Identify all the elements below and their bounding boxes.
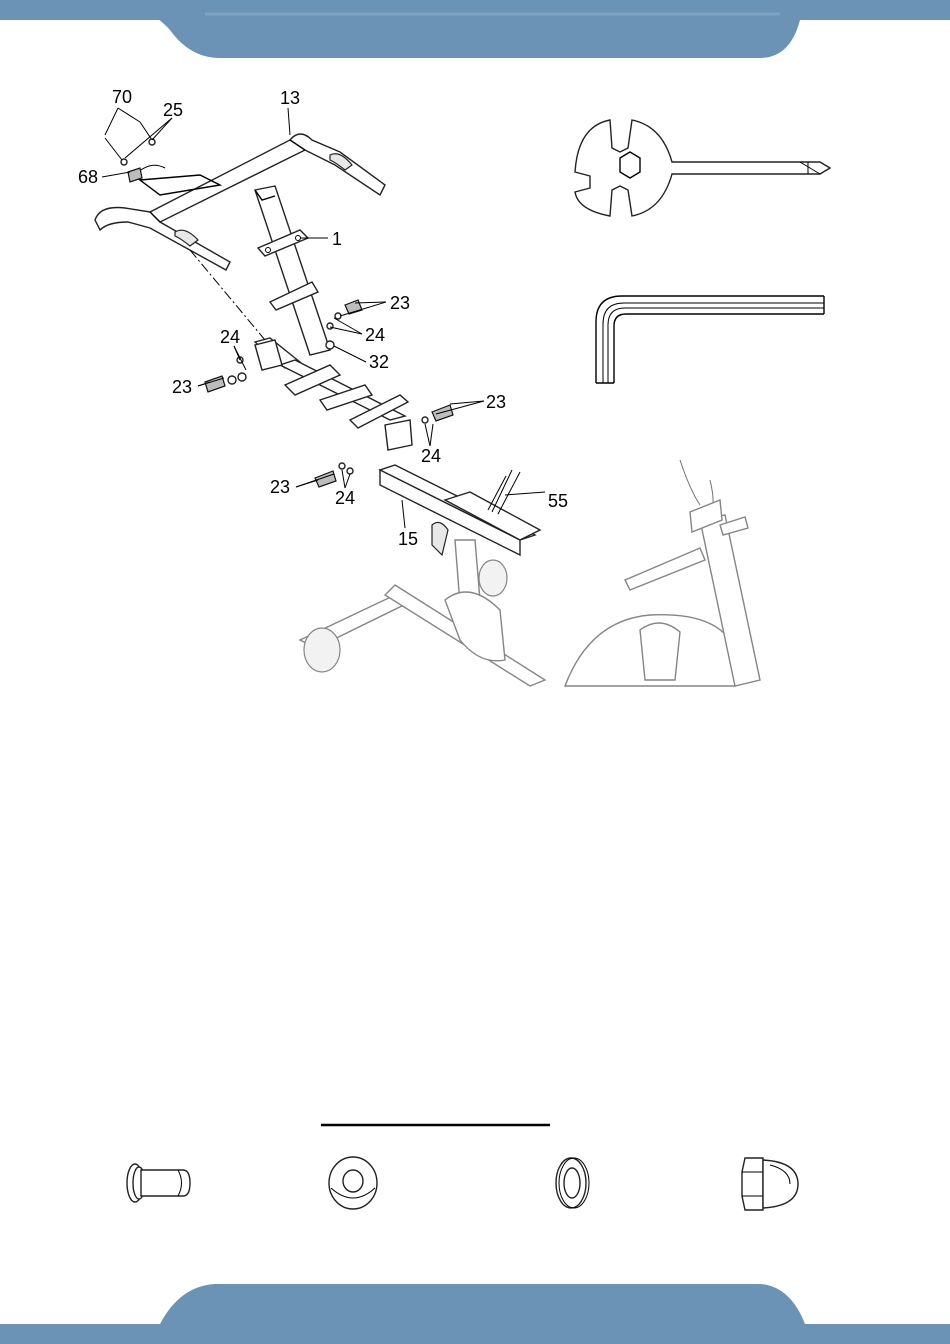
callout-24-lower-right: 24	[421, 446, 441, 466]
callout-25: 25	[163, 100, 183, 120]
callout-23-bottom: 23	[270, 477, 290, 497]
assembly-diagram: 70 25 13 68 1 23 24 24 32 23 23 24 23 24…	[0, 0, 950, 700]
callout-13: 13	[280, 88, 300, 108]
handlebar-part-13	[95, 134, 385, 270]
callout-68: 68	[78, 167, 98, 187]
cap-nut-icon	[742, 1158, 798, 1210]
callout-24-left: 24	[220, 327, 240, 347]
bolt-icon	[127, 1164, 190, 1202]
bolts-right-upper	[326, 300, 362, 349]
callout-1: 1	[332, 229, 342, 249]
bike-base	[300, 460, 760, 686]
callout-23-left: 23	[172, 377, 192, 397]
handlebar-bolts	[105, 122, 155, 182]
spring-washer-icon	[556, 1158, 589, 1208]
callout-15: 15	[398, 529, 418, 549]
callout-24-right: 24	[365, 325, 385, 345]
bolts-bottom	[315, 463, 353, 487]
callout-24-bottom: 24	[335, 488, 355, 508]
callout-55: 55	[548, 491, 568, 511]
upright-post-part-1	[255, 186, 330, 355]
bolts-left	[205, 357, 246, 392]
callout-23-lower-right: 23	[486, 392, 506, 412]
callout-70: 70	[112, 87, 132, 107]
hardware-row	[0, 1110, 950, 1310]
leader-lines	[102, 108, 545, 528]
callout-32: 32	[369, 352, 389, 372]
callout-23-upper-right: 23	[390, 293, 410, 313]
curved-washer-icon	[329, 1157, 377, 1209]
allen-key-icon	[596, 296, 824, 383]
spanner-screwdriver-icon	[575, 120, 830, 216]
